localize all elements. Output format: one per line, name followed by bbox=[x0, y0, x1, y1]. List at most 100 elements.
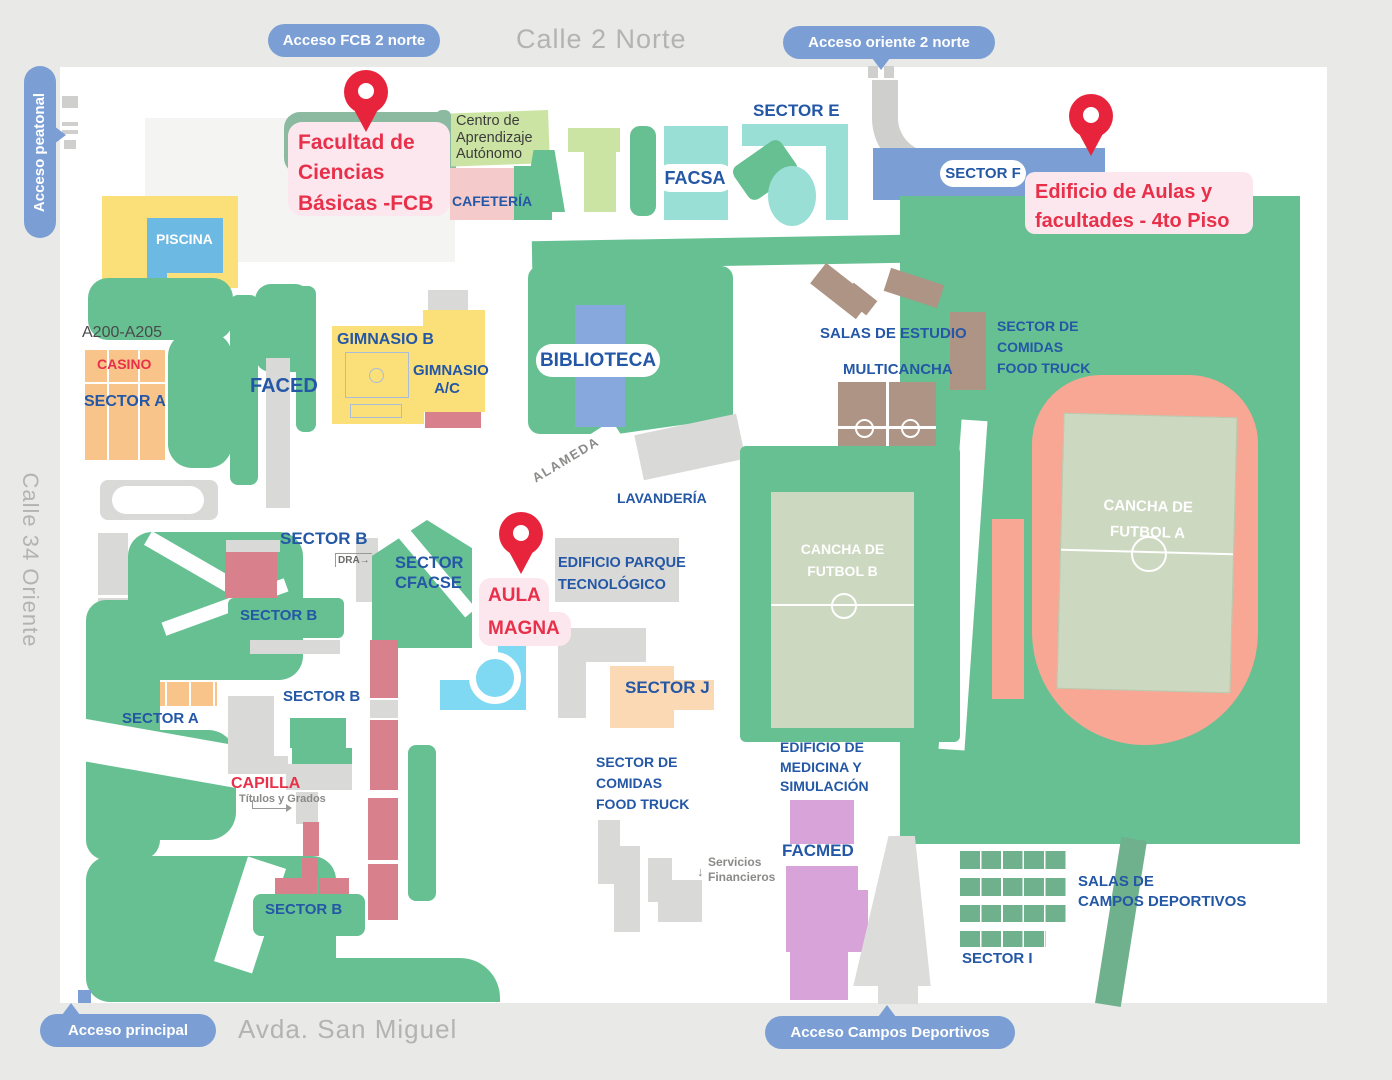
food-truck-north-label: SECTOR DE COMIDAS FOOD TRUCK bbox=[997, 318, 1091, 376]
facmed-label: FACMED bbox=[782, 841, 854, 860]
casino-grid-line bbox=[85, 382, 165, 384]
titulos-label: Títulos y Grados bbox=[239, 793, 326, 805]
access-peatonal-pill[interactable]: Acceso peatonal bbox=[24, 66, 56, 238]
building-gray bbox=[296, 792, 318, 824]
basketball-court bbox=[345, 352, 409, 398]
casino-building bbox=[85, 350, 165, 460]
street-north: Calle 2 Norte bbox=[516, 24, 687, 54]
building-gray bbox=[250, 640, 340, 654]
building-gray bbox=[286, 764, 352, 790]
access-principal-pointer bbox=[62, 1003, 80, 1015]
sector-e-label: SECTOR E bbox=[753, 101, 840, 120]
dra-label: DRA→ bbox=[335, 553, 372, 567]
court-annex bbox=[350, 404, 402, 418]
piscina-pool-tab bbox=[147, 262, 167, 282]
access-campos-pill[interactable]: Acceso Campos Deportivos bbox=[765, 1016, 1015, 1049]
building-gray bbox=[226, 540, 280, 552]
cafeteria-building bbox=[450, 168, 514, 220]
track-oval-small-infield bbox=[112, 486, 204, 514]
main-access-marker bbox=[78, 990, 91, 1003]
sector-e-building bbox=[742, 124, 848, 146]
parque-tecnologico-building bbox=[555, 538, 679, 602]
multicancha-circle bbox=[855, 419, 874, 438]
facsa-building bbox=[664, 188, 728, 220]
pin-fcb[interactable] bbox=[344, 70, 388, 134]
map-edge-marks bbox=[62, 122, 78, 126]
pin-aulas[interactable] bbox=[1069, 94, 1113, 158]
sector-j-label: SECTOR J bbox=[625, 678, 710, 697]
park bbox=[168, 332, 232, 468]
park bbox=[408, 745, 436, 901]
lavanderia-label: LAVANDERÍA bbox=[617, 490, 707, 506]
salas-campos-label: SALAS DE CAMPOS DEPORTIVOS bbox=[1078, 873, 1247, 911]
sector-i-rooms bbox=[960, 931, 1046, 947]
facsa-label: FACSA bbox=[656, 164, 734, 192]
food-truck-buildings bbox=[614, 846, 640, 932]
building-rose bbox=[368, 864, 398, 920]
building-rose bbox=[425, 412, 481, 428]
food-truck-buildings bbox=[658, 880, 702, 922]
street-west: Calle 34 Oriente bbox=[18, 472, 43, 648]
sector-a-north-label: SECTOR A bbox=[84, 393, 166, 410]
sector-e-ellipse bbox=[768, 166, 816, 226]
aula-magna-highlight-label: MAGNA bbox=[479, 612, 571, 646]
building-rose bbox=[370, 720, 398, 790]
pool-ring bbox=[469, 652, 521, 704]
sector-f-label: SECTOR F bbox=[940, 160, 1026, 187]
building-rose bbox=[370, 640, 398, 698]
building-gray bbox=[252, 756, 288, 774]
building-rose bbox=[319, 878, 349, 898]
titulos-arrow bbox=[252, 800, 287, 809]
building-gray bbox=[558, 628, 646, 662]
dra-arrow-icon: → bbox=[359, 555, 370, 566]
faced-building bbox=[266, 358, 290, 508]
piscina-label: PISCINA bbox=[156, 231, 213, 247]
path-dash bbox=[884, 66, 894, 78]
multicancha-circle bbox=[901, 419, 920, 438]
aulas-highlight-label: Edificio de Aulas y facultades - 4to Pis… bbox=[1025, 172, 1253, 234]
casino-grid-line bbox=[107, 350, 109, 460]
a200-label: A200-A205 bbox=[82, 324, 163, 341]
access-fcb-pill[interactable]: Acceso FCB 2 norte bbox=[268, 24, 440, 57]
building-rose bbox=[275, 878, 317, 898]
cancha-a-label: CANCHA DE FUTBOL A bbox=[1103, 496, 1194, 542]
facmed-building bbox=[790, 800, 854, 844]
street-south: Avda. San Miguel bbox=[238, 1014, 458, 1044]
sector-b-4-label: SECTOR B bbox=[265, 901, 343, 918]
facmed-building bbox=[790, 952, 848, 1000]
map-edge-marks bbox=[62, 96, 78, 108]
map-edge-marks bbox=[62, 130, 78, 134]
sector-a-south-label: SECTOR A bbox=[122, 710, 199, 727]
basketball-court-circle bbox=[369, 368, 384, 383]
facsa-building bbox=[664, 126, 728, 170]
park bbox=[290, 718, 346, 748]
sector-e-building bbox=[826, 124, 848, 220]
pin-aula-magna[interactable] bbox=[499, 512, 543, 576]
salas-estudio-label: SALAS DE ESTUDIO bbox=[820, 325, 967, 342]
access-peatonal-pointer bbox=[54, 126, 66, 144]
access-principal-pill[interactable]: Acceso principal bbox=[40, 1014, 216, 1047]
gimnasio-b-label: GIMNASIO B bbox=[337, 331, 434, 348]
park bbox=[253, 894, 365, 936]
path-dash bbox=[868, 66, 878, 78]
sector-cfacse-label: SECTOR CFACSE bbox=[395, 554, 464, 592]
sector-b-1-label: SECTOR B bbox=[280, 529, 368, 548]
multicancha-label: MULTICANCHA bbox=[843, 361, 953, 378]
access-oriente-pill[interactable]: Acceso oriente 2 norte bbox=[783, 26, 995, 59]
gimnasio-ac-building bbox=[423, 310, 485, 412]
sector-j-building bbox=[674, 680, 714, 710]
building-light-green bbox=[584, 150, 616, 212]
cancha-b-circle bbox=[831, 593, 857, 619]
sector-b-2-label: SECTOR B bbox=[240, 607, 318, 624]
park bbox=[230, 295, 258, 485]
building-rose bbox=[368, 798, 398, 860]
centro-aprendizaje-label: Centro de Aprendizaje Autónomo bbox=[456, 113, 533, 163]
map-edge-marks bbox=[64, 140, 76, 149]
titulos-arrowhead-icon bbox=[286, 804, 292, 812]
pin-head bbox=[344, 70, 388, 114]
building-rose bbox=[302, 858, 318, 878]
servicios-down-arrow-icon: ↓ bbox=[697, 864, 704, 879]
cancha-b-label: CANCHA DE FUTBOL B bbox=[800, 541, 885, 580]
park bbox=[150, 958, 500, 1002]
building-gray bbox=[370, 700, 398, 718]
